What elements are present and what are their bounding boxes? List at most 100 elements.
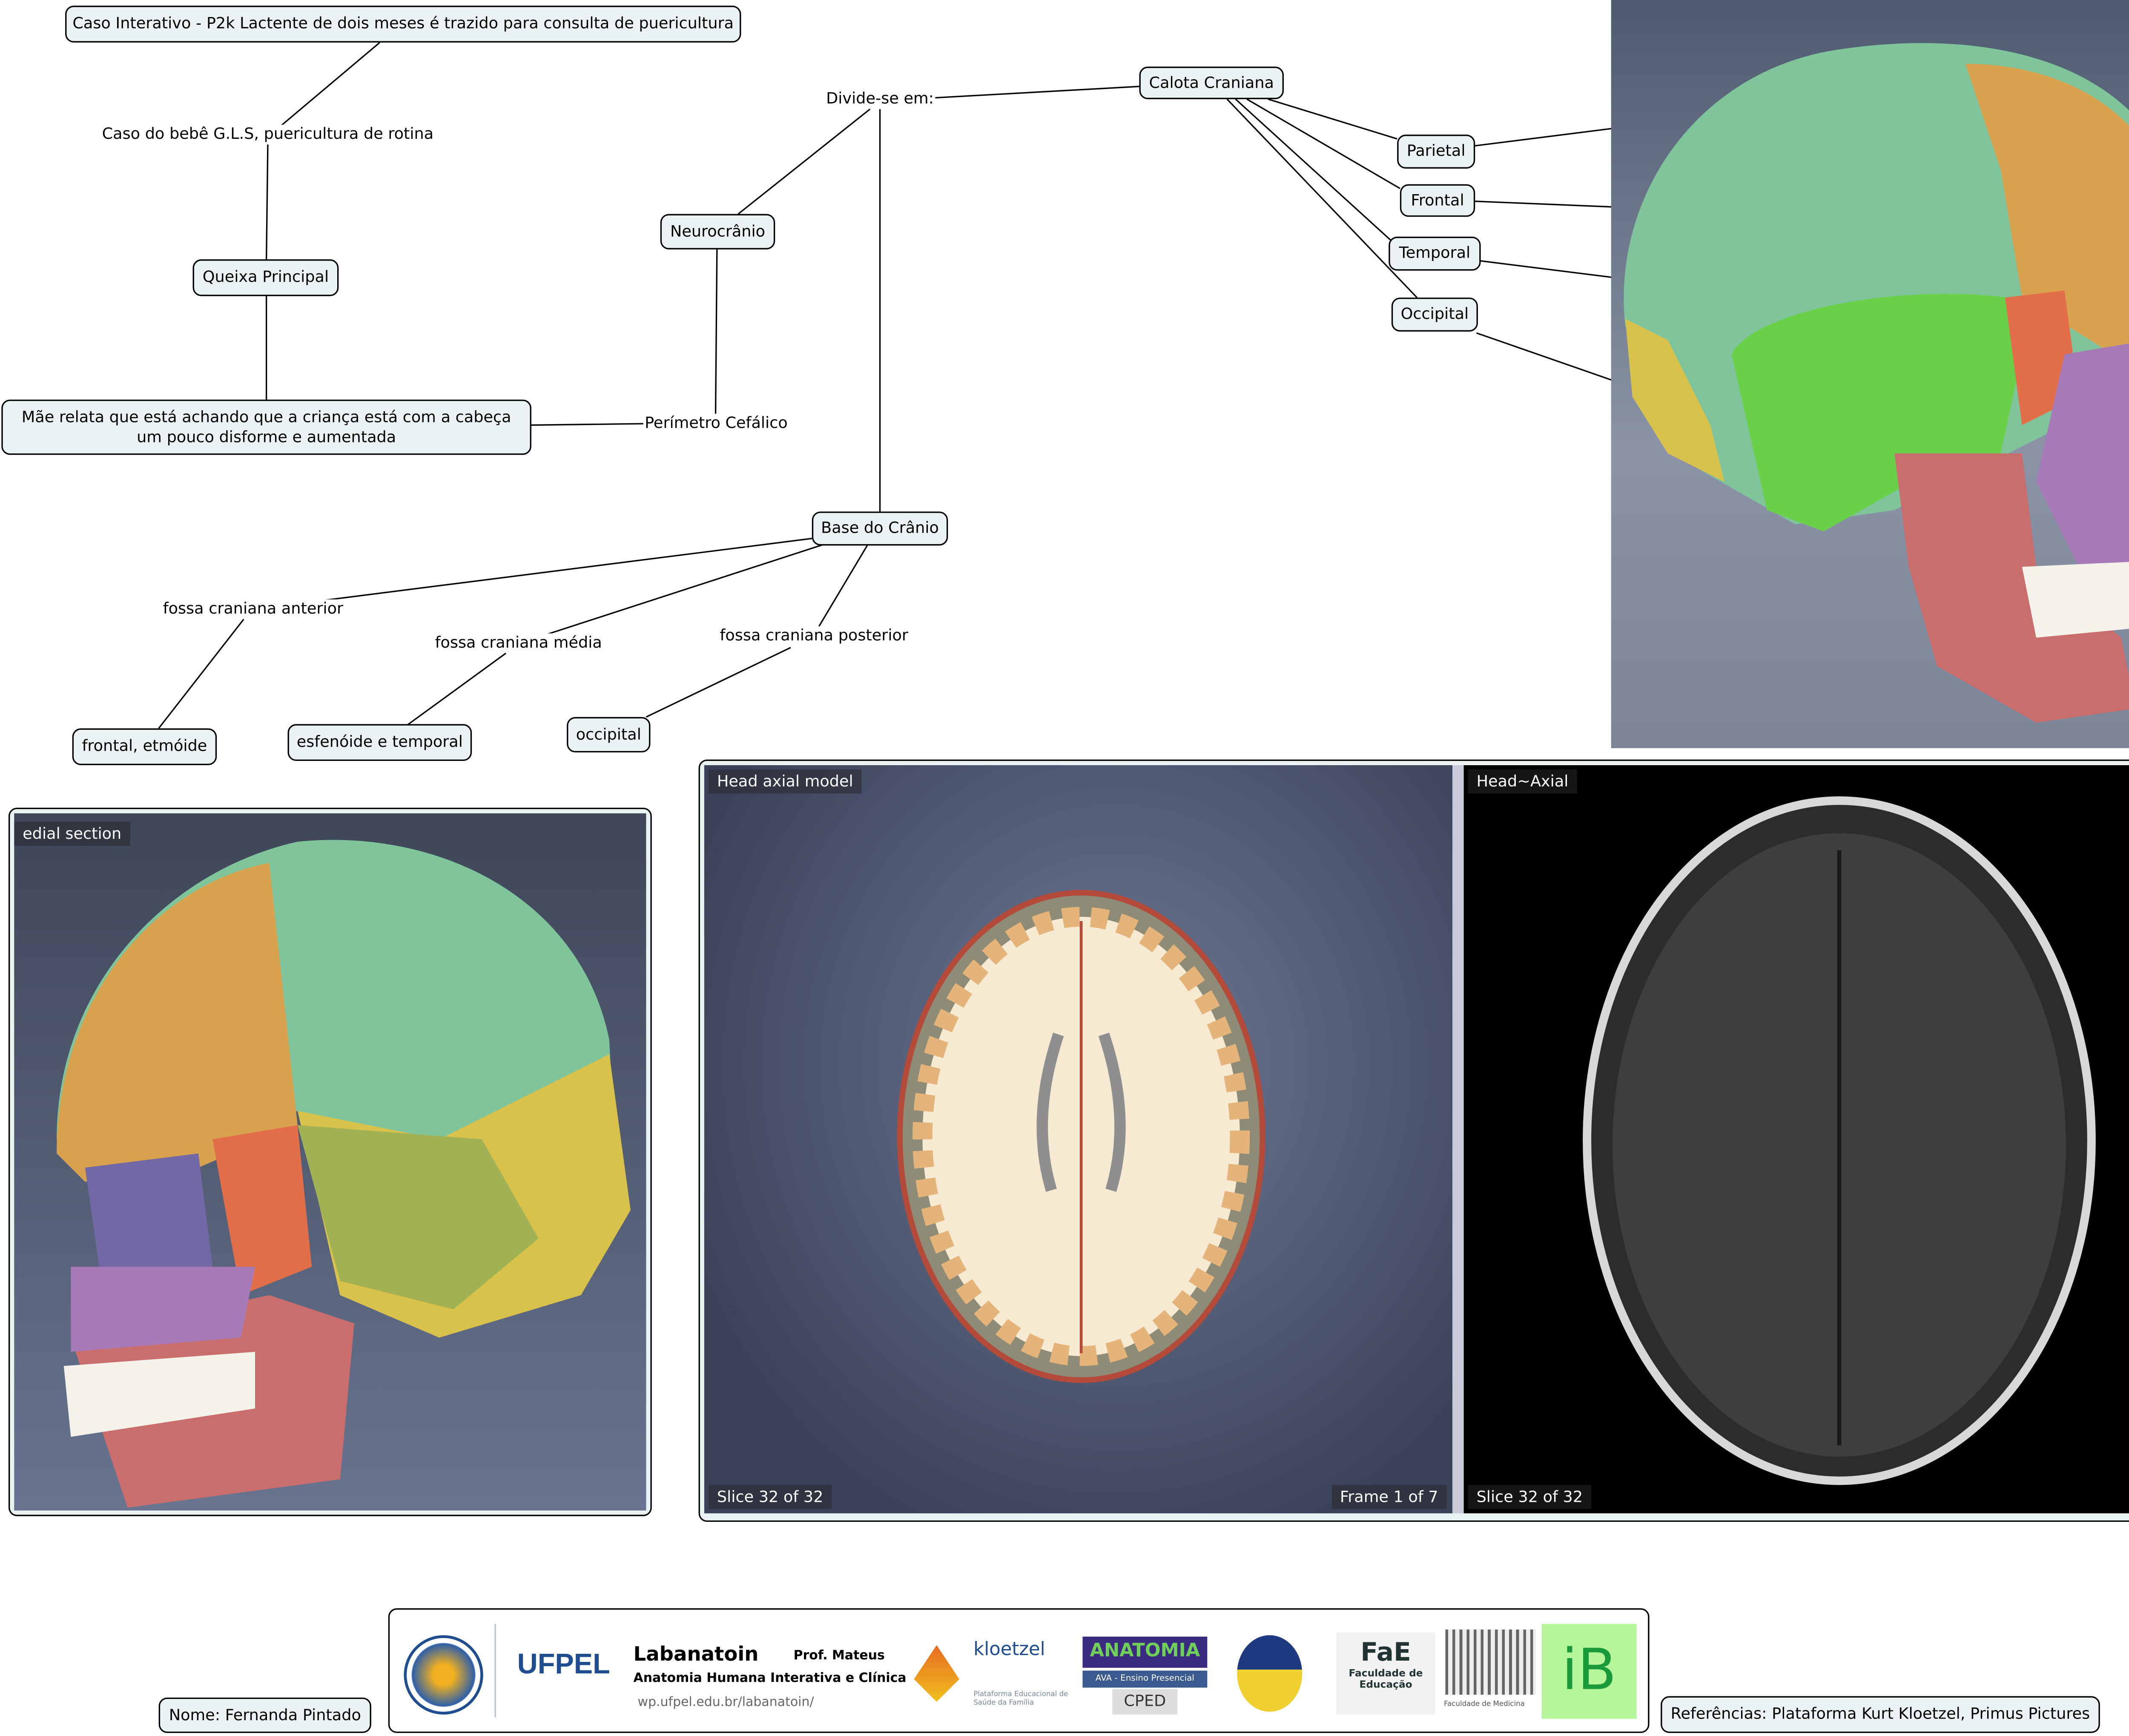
ufpel-logo: UFPEL	[517, 1649, 610, 1681]
name-text: Nome: Fernanda Pintado	[169, 1706, 361, 1725]
cped-logo: CPED	[1112, 1689, 1178, 1715]
kurt-kloetzel-logo: kloetzel	[973, 1639, 1045, 1661]
occipital-bone	[1625, 319, 1724, 482]
fae-mark: FaE	[1360, 1638, 1411, 1668]
fae-line2: Educação	[1359, 1679, 1412, 1691]
teeth	[2022, 562, 2129, 638]
calvaria-node[interactable]: Calota Craniana	[1139, 66, 1284, 99]
skull-illustration	[1624, 43, 2129, 723]
connector	[1268, 98, 1397, 140]
calvaria-text: Calota Craniana	[1149, 73, 1274, 92]
prof-mateus-text: Prof. Mateus	[793, 1649, 885, 1664]
middle-fossa-bones-text: esfenóide e temporal	[296, 733, 463, 752]
fae-line1: Faculdade de	[1349, 1667, 1423, 1679]
case-title-text: Caso Interativo - P2k Lactente de dois m…	[72, 14, 734, 33]
connector	[935, 86, 1139, 99]
connector	[1235, 98, 1392, 241]
ventricles	[1036, 1033, 1126, 1192]
case-label: Caso do bebê G.L.S, puericultura de roti…	[100, 124, 435, 143]
axial-model-caption: Head axial model	[708, 769, 862, 794]
famed-building-icon	[1445, 1629, 1536, 1695]
mri-viewer[interactable]: Head~Axial Slice 32 of 32	[1463, 765, 2129, 1514]
maxilla-bone	[2036, 343, 2129, 595]
posterior-fossa-label: fossa craniana posterior	[718, 626, 910, 645]
parietal-node[interactable]: Parietal	[1397, 135, 1475, 169]
connector	[309, 537, 812, 603]
references-text: Referências: Plataforma Kurt Kloetzel, P…	[1670, 1705, 2090, 1724]
sphenoid-bone	[212, 1125, 312, 1295]
frontal-bone	[57, 863, 298, 1182]
skull-base-node[interactable]: Base do Crânio	[812, 511, 948, 546]
parietal-text: Parietal	[1406, 142, 1466, 161]
references-node[interactable]: Referências: Plataforma Kurt Kloetzel, P…	[1661, 1696, 2100, 1733]
logo-strip: UFPEL Labanatoin Prof. Mateus Anatomia H…	[388, 1608, 1650, 1733]
famed-label: Faculdade de Medicina	[1444, 1700, 1525, 1709]
axial-model-slice: Slice 32 of 32	[708, 1485, 832, 1509]
connector	[714, 248, 718, 414]
posterior-fossa-bones-node[interactable]: occipital	[567, 717, 651, 753]
middle-fossa-label: fossa craniana média	[433, 633, 604, 652]
medial-section-caption: edial section	[14, 822, 130, 846]
complaint-detail-text: Mãe relata que está achando que a crianç…	[21, 408, 511, 446]
temporal-node[interactable]: Temporal	[1389, 236, 1481, 271]
viewer-splitter[interactable]	[1452, 765, 1464, 1514]
axial-brain-illustration	[897, 890, 1265, 1383]
perimeter-label: Perímetro Cefálico	[643, 413, 789, 432]
connector	[406, 652, 507, 726]
labanatoin-url: wp.ufpel.edu.br/labanatoin/	[637, 1696, 814, 1710]
complaint-text: Queixa Principal	[202, 268, 329, 287]
connector	[737, 108, 871, 215]
maxilla-bone	[71, 1267, 255, 1352]
mri-caption: Head~Axial	[1468, 769, 1577, 794]
temporal-text: Temporal	[1399, 244, 1471, 263]
labanatoin-subtitle: Anatomia Humana Interativa e Clínica	[633, 1672, 907, 1687]
mri-slice: Slice 32 of 32	[1468, 1485, 1592, 1509]
anterior-fossa-bones-text: frontal, etmóide	[82, 737, 207, 756]
divides-label: Divide-se em:	[824, 89, 935, 108]
teeth	[63, 1351, 255, 1437]
middle-fossa-bones-node[interactable]: esfenóide e temporal	[287, 724, 472, 761]
complaint-node[interactable]: Queixa Principal	[192, 259, 339, 296]
neurocranium-node[interactable]: Neurocrânio	[660, 214, 775, 250]
medial-section-viewer[interactable]: edial section	[14, 813, 646, 1511]
ava-label: AVA - Ensino Presencial	[1082, 1670, 1208, 1688]
crest-logo	[1237, 1635, 1303, 1712]
mandible-bone	[1894, 453, 2129, 723]
connector	[646, 647, 791, 718]
connector	[531, 423, 645, 426]
connector	[1226, 98, 1418, 298]
kloetzel-text: kloetzel	[973, 1639, 1045, 1661]
case-title-node[interactable]: Caso Interativo - P2k Lactente de dois m…	[65, 6, 741, 43]
lateral-skull-image	[1611, 0, 2129, 749]
labanatoin-logo: Labanatoin	[633, 1644, 759, 1667]
connector	[545, 543, 825, 636]
axial-views-panel: Head axial model Slice 32 of 32 Frame 1 …	[698, 759, 2129, 1522]
axial-model-viewer[interactable]: Head axial model Slice 32 of 32 Frame 1 …	[704, 765, 1452, 1514]
connector	[818, 545, 868, 627]
axial-model-frame: Frame 1 of 7	[1331, 1485, 1447, 1509]
posterior-fossa-bones-text: occipital	[576, 725, 641, 744]
connector	[265, 144, 269, 260]
name-node[interactable]: Nome: Fernanda Pintado	[158, 1697, 371, 1733]
complaint-detail-node[interactable]: Mãe relata que está achando que a crianç…	[1, 399, 531, 455]
temporal-bone	[1731, 294, 2022, 531]
anterior-fossa-label: fossa craniana anterior	[161, 599, 345, 618]
connector	[280, 42, 380, 127]
skull-base-text: Base do Crânio	[821, 519, 939, 538]
mri-illustration	[1583, 796, 2096, 1485]
neurocranium-text: Neurocrânio	[670, 222, 766, 241]
medial-skull-illustration	[57, 840, 631, 1508]
temporal-bone	[297, 1125, 539, 1309]
anterior-fossa-bones-node[interactable]: frontal, etmóide	[72, 728, 217, 766]
connector	[1246, 98, 1400, 189]
logo-divider	[494, 1624, 496, 1718]
occipital-node[interactable]: Occipital	[1391, 297, 1478, 332]
frontal-bone	[1965, 63, 2129, 364]
frontal-node[interactable]: Frontal	[1400, 184, 1475, 217]
medial-section-panel: edial section	[8, 807, 652, 1516]
occipital-text: Occipital	[1400, 305, 1469, 324]
cortex	[912, 907, 1250, 1366]
ib-logo: iB	[1541, 1624, 1637, 1719]
